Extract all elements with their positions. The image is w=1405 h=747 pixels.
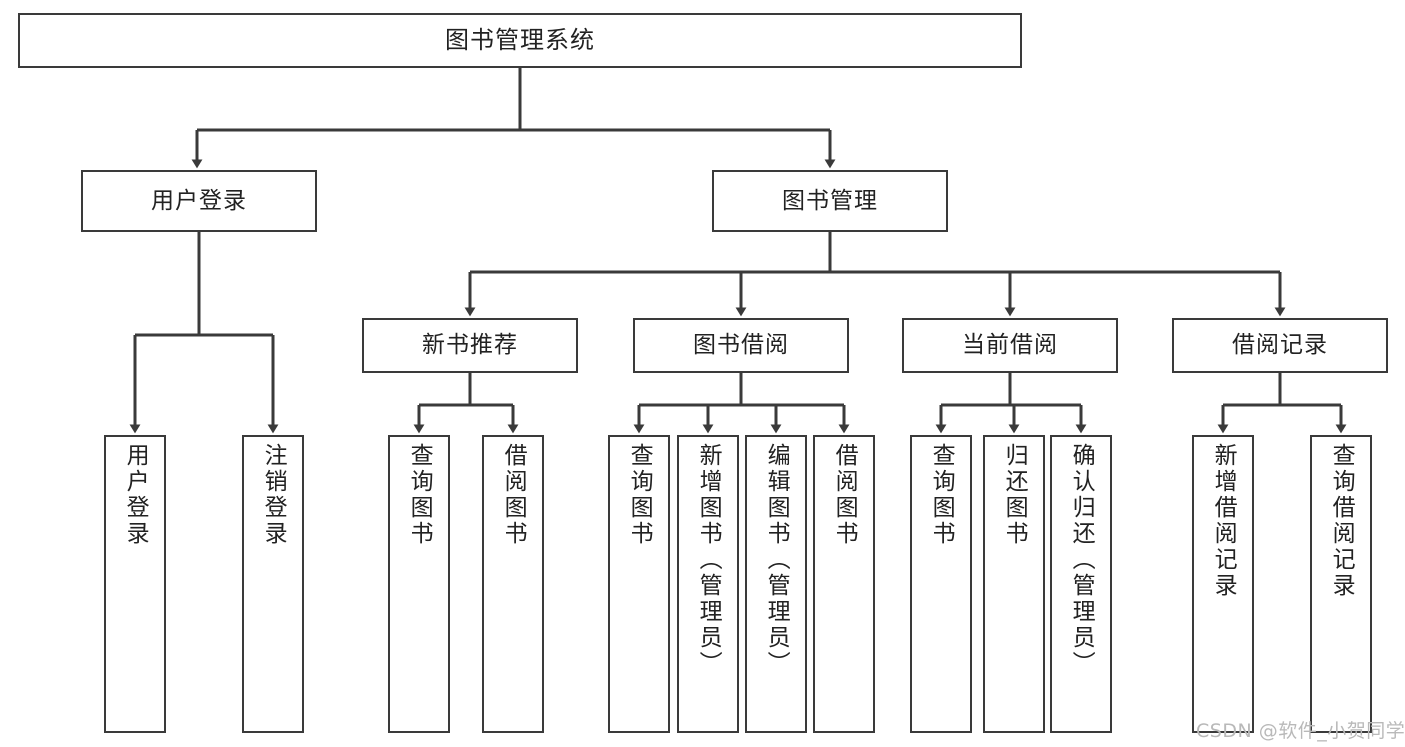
- node-book-management[interactable]: 图书管理: [712, 170, 948, 232]
- leaf-query-book-borrow[interactable]: 查询图书: [608, 435, 670, 733]
- node-borrow-record[interactable]: 借阅记录: [1172, 318, 1388, 373]
- csdn-watermark: CSDN @软件_小贺同学: [1196, 720, 1405, 742]
- node-root-system[interactable]: 图书管理系统: [18, 13, 1022, 68]
- leaf-user-login[interactable]: 用户登录: [104, 435, 166, 733]
- leaf-logout-login[interactable]: 注销登录: [242, 435, 304, 733]
- leaf-query-borrow-record[interactable]: 查询借阅记录: [1310, 435, 1372, 733]
- node-current-borrow[interactable]: 当前借阅: [902, 318, 1118, 373]
- leaf-query-book-recommend[interactable]: 查询图书: [388, 435, 450, 733]
- leaf-add-borrow-record[interactable]: 新增借阅记录: [1192, 435, 1254, 733]
- leaf-add-book-admin[interactable]: 新增图书（管理员）: [677, 435, 739, 733]
- node-user-login[interactable]: 用户登录: [81, 170, 317, 232]
- leaf-borrow-book[interactable]: 借阅图书: [813, 435, 875, 733]
- leaf-return-book[interactable]: 归还图书: [983, 435, 1045, 733]
- node-new-book-recommend[interactable]: 新书推荐: [362, 318, 578, 373]
- leaf-confirm-return-admin[interactable]: 确认归还（管理员）: [1050, 435, 1112, 733]
- leaf-edit-book-admin[interactable]: 编辑图书（管理员）: [745, 435, 807, 733]
- node-book-borrow[interactable]: 图书借阅: [633, 318, 849, 373]
- leaf-query-book-current[interactable]: 查询图书: [910, 435, 972, 733]
- leaf-borrow-book-recommend[interactable]: 借阅图书: [482, 435, 544, 733]
